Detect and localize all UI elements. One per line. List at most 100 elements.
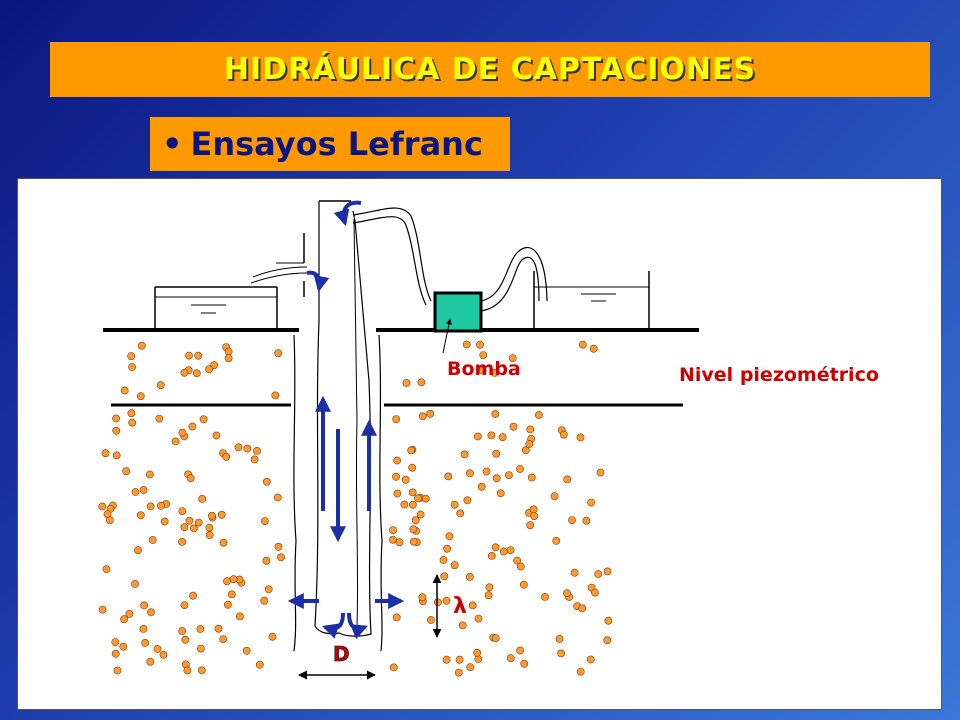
soil-particle <box>243 444 252 453</box>
soil-particle <box>205 531 214 539</box>
soil-particle <box>271 391 280 400</box>
soil-particle <box>98 605 107 614</box>
soil-particle <box>421 494 430 503</box>
soil-particle <box>401 475 410 484</box>
soil-particle <box>535 411 543 419</box>
flow-arrow-bottom-right <box>347 612 368 640</box>
soil-particle <box>264 585 273 594</box>
title-bar: HIDRÁULICA DE CAPTACIONES <box>50 42 930 97</box>
soil-particle <box>223 577 231 586</box>
soil-particle <box>479 351 488 359</box>
soil-particle <box>418 593 427 602</box>
soil-particle <box>484 591 493 600</box>
soil-particle <box>274 542 283 551</box>
soil-particle <box>136 392 145 401</box>
diagram-panel: Bomba Nivel piezométrico λ D <box>17 178 942 710</box>
pump-hose <box>352 207 432 302</box>
flow-arrow-bottom-left <box>321 612 345 639</box>
soil-particle <box>594 570 603 578</box>
borehole-wall-right <box>378 334 383 652</box>
soil-particle <box>185 516 194 525</box>
soil-particle <box>520 659 529 668</box>
soil-particle <box>450 500 459 509</box>
soil-particle <box>392 613 401 622</box>
soil-particle <box>499 547 508 556</box>
soil-particle <box>555 635 564 643</box>
soil-particle <box>487 431 496 440</box>
soil-particle <box>183 666 192 675</box>
left-tank <box>154 286 278 330</box>
soil-particle <box>473 432 482 441</box>
soil-particle <box>171 437 180 446</box>
soil-particle <box>578 340 587 349</box>
soil-particle <box>194 351 203 360</box>
soil-particle <box>474 614 483 623</box>
soil-particle <box>120 615 128 624</box>
soil-particle <box>526 425 535 434</box>
soil-particle <box>527 473 536 482</box>
soil-particle <box>389 526 397 534</box>
soil-particle <box>140 601 148 610</box>
soil-particle <box>119 642 128 651</box>
soil-particle <box>212 431 221 440</box>
soil-particle <box>134 546 142 555</box>
right-tank <box>533 271 650 330</box>
soil-particle <box>568 516 576 524</box>
soil-particle <box>496 489 505 498</box>
soil-particle <box>103 510 112 518</box>
soil-particle <box>519 580 528 589</box>
soil-particle <box>178 428 187 437</box>
soil-particle <box>196 644 205 653</box>
soil-particle <box>98 502 107 511</box>
soil-particle <box>139 486 148 494</box>
soil-particle <box>541 593 549 601</box>
soil-particle <box>156 381 165 390</box>
soil-particle <box>465 573 474 581</box>
soil-particle <box>433 598 442 607</box>
soil-particle <box>445 532 454 541</box>
soil-particle <box>576 667 585 676</box>
soil-particle <box>506 654 515 663</box>
soil-particle <box>188 422 197 431</box>
soil-particle <box>262 556 271 565</box>
soil-particle <box>178 507 187 515</box>
soil-particle <box>409 537 418 546</box>
soil-particle <box>466 663 475 671</box>
soil-particle <box>194 518 203 527</box>
pump-label: Bomba <box>447 358 521 380</box>
soil-particle <box>450 561 459 570</box>
soil-particle <box>112 426 121 435</box>
soil-particle <box>576 433 585 442</box>
soil-particle <box>455 655 464 664</box>
diagram-svg: Bomba Nivel piezométrico λ D <box>98 200 879 680</box>
pump-to-tank-hose <box>480 246 548 302</box>
soil-particle <box>559 430 568 439</box>
soil-particle <box>113 666 122 675</box>
soil-particle <box>227 590 236 599</box>
soil-particle <box>112 414 120 423</box>
soil-particle <box>186 474 195 483</box>
soil-particle <box>426 616 435 624</box>
soil-particle <box>141 639 150 647</box>
pump <box>433 291 483 333</box>
soil-particle <box>578 604 587 613</box>
soil-particle <box>219 635 228 643</box>
soil-particle <box>408 500 417 509</box>
soil-particle <box>214 624 223 633</box>
soil-particle <box>498 433 507 442</box>
soil-particle <box>596 468 605 477</box>
soil-particle <box>408 463 417 472</box>
soil-particle <box>185 351 193 360</box>
soil-particle <box>482 467 491 476</box>
soil-particle <box>552 537 561 545</box>
soil-particle <box>120 386 129 395</box>
soil-particle <box>136 511 145 520</box>
soil-particle <box>478 366 487 375</box>
soil-particle <box>439 556 448 564</box>
soil-particle <box>160 517 169 526</box>
soil-particle <box>274 349 283 358</box>
soil-particle <box>198 494 207 503</box>
soil-particle <box>250 455 259 464</box>
soil-particle <box>268 632 277 641</box>
soil-particle <box>155 414 164 423</box>
